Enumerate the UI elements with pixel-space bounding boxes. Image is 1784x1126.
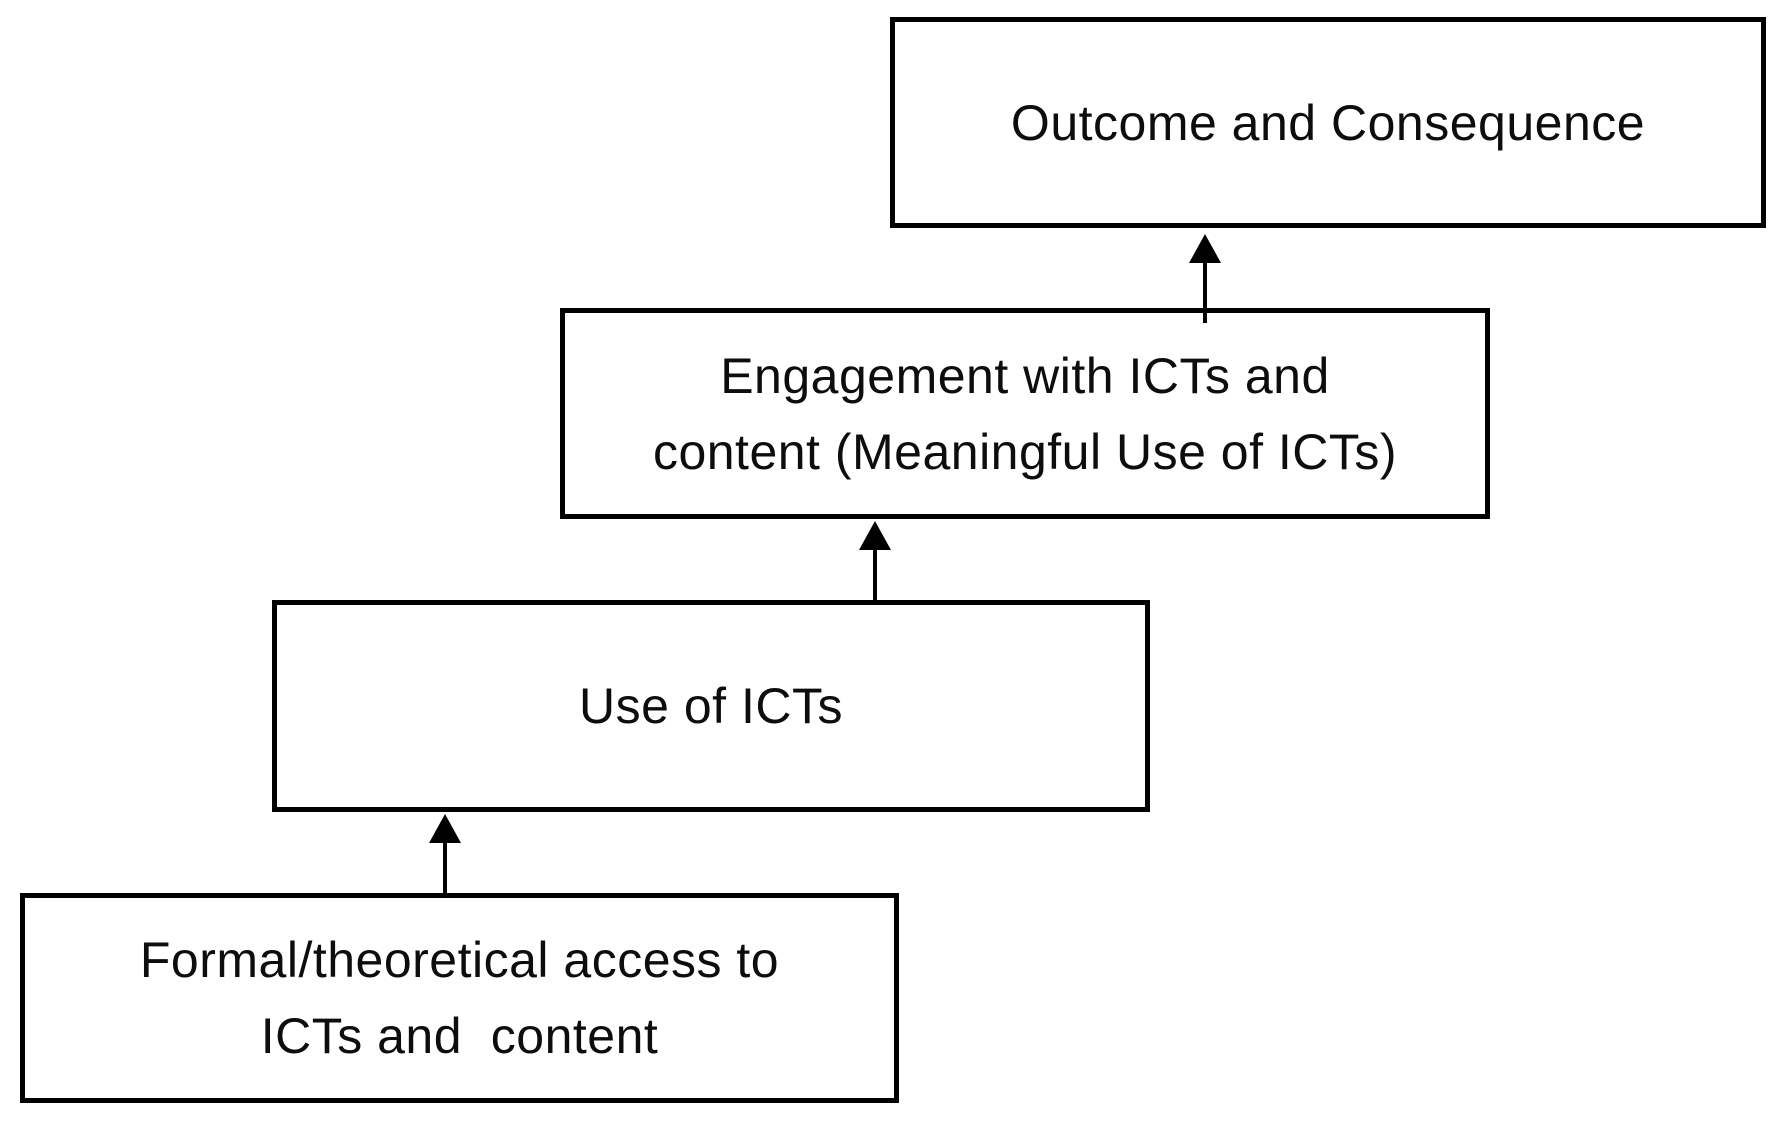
arrow-up-icon [429, 814, 461, 843]
box-use-of-icts: Use of ICTs [272, 600, 1150, 812]
arrow-use-to-engagement [859, 521, 891, 600]
box-engagement-with-icts: Engagement with ICTs and content (Meanin… [560, 308, 1490, 519]
box-formal-access: Formal/theoretical access to ICTs and co… [20, 893, 899, 1103]
arrow-engagement-to-outcome [1189, 234, 1221, 323]
arrow-up-icon [1189, 234, 1221, 263]
box-use-label: Use of ICTs [579, 678, 843, 734]
box-outcome-and-consequence: Outcome and Consequence [890, 17, 1766, 228]
arrow-line [873, 546, 877, 600]
arrow-access-to-use [429, 814, 461, 893]
arrow-line [1203, 259, 1207, 323]
box-outcome-label: Outcome and Consequence [1010, 94, 1646, 151]
box-access-label: Formal/theoretical access to ICTs and co… [139, 932, 780, 1064]
box-engagement-label: Engagement with ICTs and content (Meanin… [652, 347, 1398, 480]
arrow-up-icon [859, 521, 891, 550]
arrow-line [443, 839, 447, 893]
